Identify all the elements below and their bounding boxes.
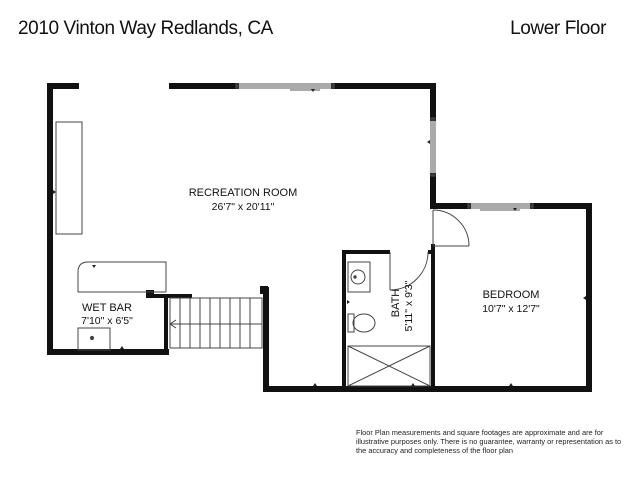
windows xyxy=(235,83,534,211)
room-dims-wet-bar: 7'10" x 6'5" xyxy=(81,315,133,327)
room-label-recreation: RECREATION ROOM xyxy=(189,187,298,199)
staircase xyxy=(169,297,263,349)
disclaimer-text: Floor Plan measurements and square foota… xyxy=(356,428,622,456)
exterior-walls xyxy=(47,83,592,392)
bedroom-door xyxy=(432,209,470,247)
room-label-bedroom: BEDROOM xyxy=(483,289,540,301)
room-label-bath: BATH xyxy=(390,289,402,318)
room-dims-bedroom: 10'7" x 12'7" xyxy=(482,303,540,315)
wall-post xyxy=(260,286,268,294)
wet-bar-counter xyxy=(77,261,167,351)
bath-fixtures xyxy=(347,261,431,387)
room-label-wet-bar: WET BAR xyxy=(82,302,132,314)
wall-post xyxy=(146,290,154,298)
built-in-cabinet xyxy=(55,121,83,235)
room-dims-bath: 5'11" x 9'3" xyxy=(403,280,415,331)
vanity xyxy=(347,261,371,293)
property-address: 2010 Vinton Way Redlands, CA xyxy=(18,18,273,39)
toilet-tank xyxy=(347,313,355,333)
room-dims-recreation: 26'7" x 20'11" xyxy=(212,201,275,213)
floor-label: Lower Floor xyxy=(510,18,606,39)
bath-door xyxy=(389,251,429,291)
wall-markers xyxy=(53,89,586,386)
